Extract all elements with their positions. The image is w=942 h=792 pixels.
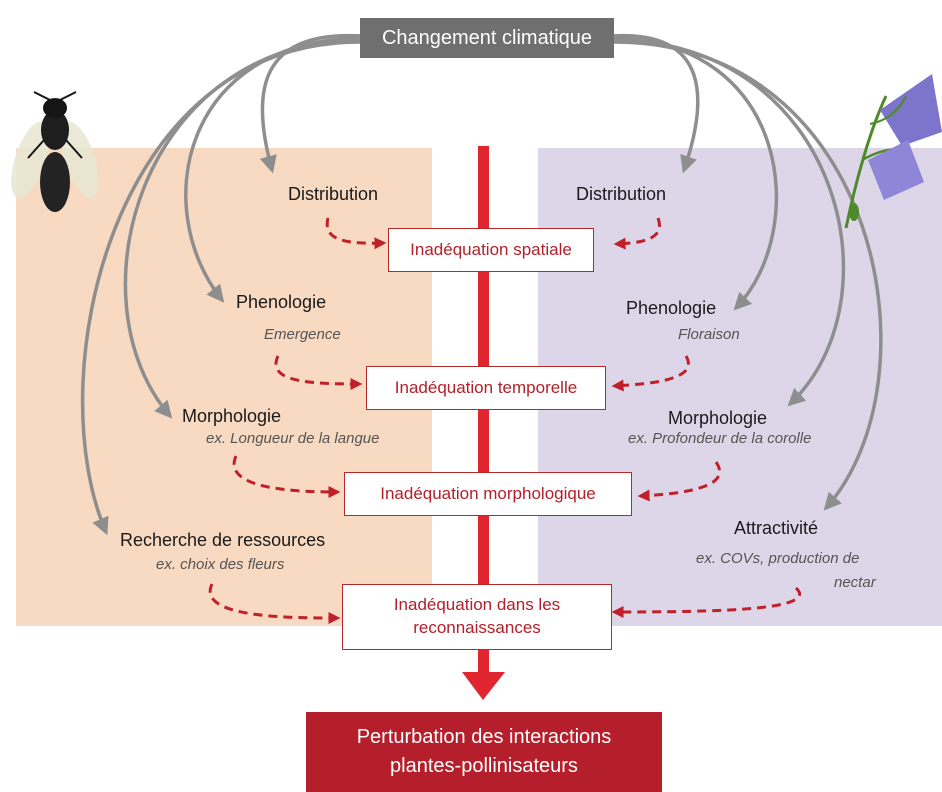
mismatch-temporal-box: Inadéquation temporelle [366,366,606,410]
arrow-to-left-recherche [80,40,363,536]
climate-change-title: Changement climatique [360,18,614,58]
arrow-to-right-attractivite [611,40,883,511]
bee-icon [11,91,99,212]
right-attractivite-label: Attractivité [734,518,819,538]
dash-right-temporal [611,355,690,392]
mismatch-spatial-label: Inadéquation spatiale [410,239,572,259]
dash-left-recognition [208,583,341,624]
right-morphologie-label: Morphologie [668,408,768,428]
dash-left-temporal [274,355,363,390]
arrow-to-left-phenologie [184,36,363,303]
outcome-label: Perturbation des interactions plantes-po… [356,726,612,777]
arrow-to-right-morphologie [611,38,846,407]
mismatch-temporal-label: Inadéquation temporelle [394,377,578,397]
mismatch-morphological-box: Inadéquation morphologique [344,472,632,516]
mismatch-spatial-box: Inadéquation spatiale [388,228,594,272]
dash-left-morpho [232,455,341,498]
right-attractivite-sub-line2: nectar [834,574,876,591]
gray-arrows-left [80,33,363,536]
left-recherche-sub: ex. choix des fleurs [156,556,285,573]
dash-right-recognition [611,586,801,618]
right-distribution-label: Distribution [576,184,667,204]
dash-right-morpho [637,461,721,502]
mismatch-recognition-label: Inadéquation dans les reconnaissances [393,595,561,637]
bellflower-icon [844,74,942,229]
left-recherche-label: Recherche de ressources [120,530,326,550]
left-morphologie-sub: ex. Longueur de la langue [206,430,380,447]
dash-right-spatial [613,217,661,250]
right-phenologie-sub: Floraison [678,326,740,343]
right-attractivite-sub-line1: ex. COVs, production de [696,550,860,567]
pollinator-panel [16,148,432,626]
left-phenologie-sub: Emergence [264,326,341,343]
arrow-to-left-morphologie [123,38,363,419]
left-distribution-label: Distribution [288,184,379,204]
left-morphologie-label: Morphologie [182,406,282,426]
gray-arrows-right [611,33,883,511]
left-phenologie-label: Phenologie [236,292,327,312]
dash-left-spatial [325,217,387,250]
right-phenologie-label: Phenologie [626,298,717,318]
dashed-connectors [208,217,801,624]
arrow-to-left-distribution [259,33,363,174]
central-arrow-shaft [478,146,489,676]
right-morphologie-sub: ex. Profondeur de la corolle [628,430,812,447]
mismatch-morphological-label: Inadéquation morphologique [380,483,596,503]
arrow-to-right-distribution [611,33,700,174]
central-arrow-head [462,672,505,700]
mismatch-recognition-box: Inadéquation dans les reconnaissances [342,584,612,650]
outcome-box: Perturbation des interactions plantes-po… [306,712,662,792]
